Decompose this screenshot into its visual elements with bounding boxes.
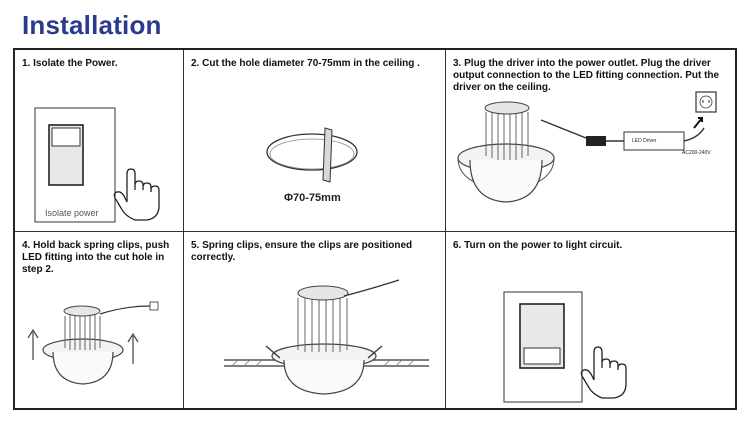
wall-switch-icon [503, 291, 583, 403]
led-driver-label: LED Driver [632, 138, 657, 144]
downlight-icon [42, 301, 159, 385]
page-title: Installation [22, 10, 162, 40]
pointing-hand-icon [580, 346, 627, 399]
isolate-power-caption: Isolate power [45, 208, 99, 218]
step-3-panel: 3. Plug the driver into the power outlet… [446, 50, 735, 232]
step-1-panel: 1. Isolate the Power. Isolate power [15, 50, 184, 232]
step-6-text: 6. Turn on the power to light circuit. [453, 240, 623, 251]
hole-diameter-label: Φ70-75mm [284, 192, 341, 204]
step-6-panel: 6. Turn on the power to light circuit. [446, 232, 735, 408]
step-2-panel: 2. Cut the hole diameter 70-75mm in the … [184, 50, 446, 232]
installation-steps-grid: 1. Isolate the Power. Isolate power 2. C… [13, 48, 737, 410]
power-outlet-icon [693, 91, 717, 129]
downlight-icon [224, 279, 429, 395]
step-2-text: 2. Cut the hole diameter 70-75mm in the … [191, 58, 420, 69]
step-5-text: 5. Spring clips, ensure the clips are po… [191, 240, 413, 263]
downlight-icon [457, 101, 597, 203]
ceiling-hole-icon [266, 127, 358, 183]
up-arrow-icon [27, 328, 139, 364]
step-5-panel: 5. Spring clips, ensure the clips are po… [184, 232, 446, 408]
step-4-panel: 4. Hold back spring clips, push LED fitt… [15, 232, 184, 408]
step-4-text: 4. Hold back spring clips, push LED fitt… [22, 240, 170, 275]
wall-switch-icon [34, 107, 116, 223]
pointing-hand-icon [113, 168, 160, 221]
voltage-label: AC200-240V [682, 150, 711, 156]
led-driver-icon [586, 127, 705, 151]
step-1-text: 1. Isolate the Power. [22, 58, 118, 69]
step-3-text: 3. Plug the driver into the power outlet… [453, 58, 720, 93]
